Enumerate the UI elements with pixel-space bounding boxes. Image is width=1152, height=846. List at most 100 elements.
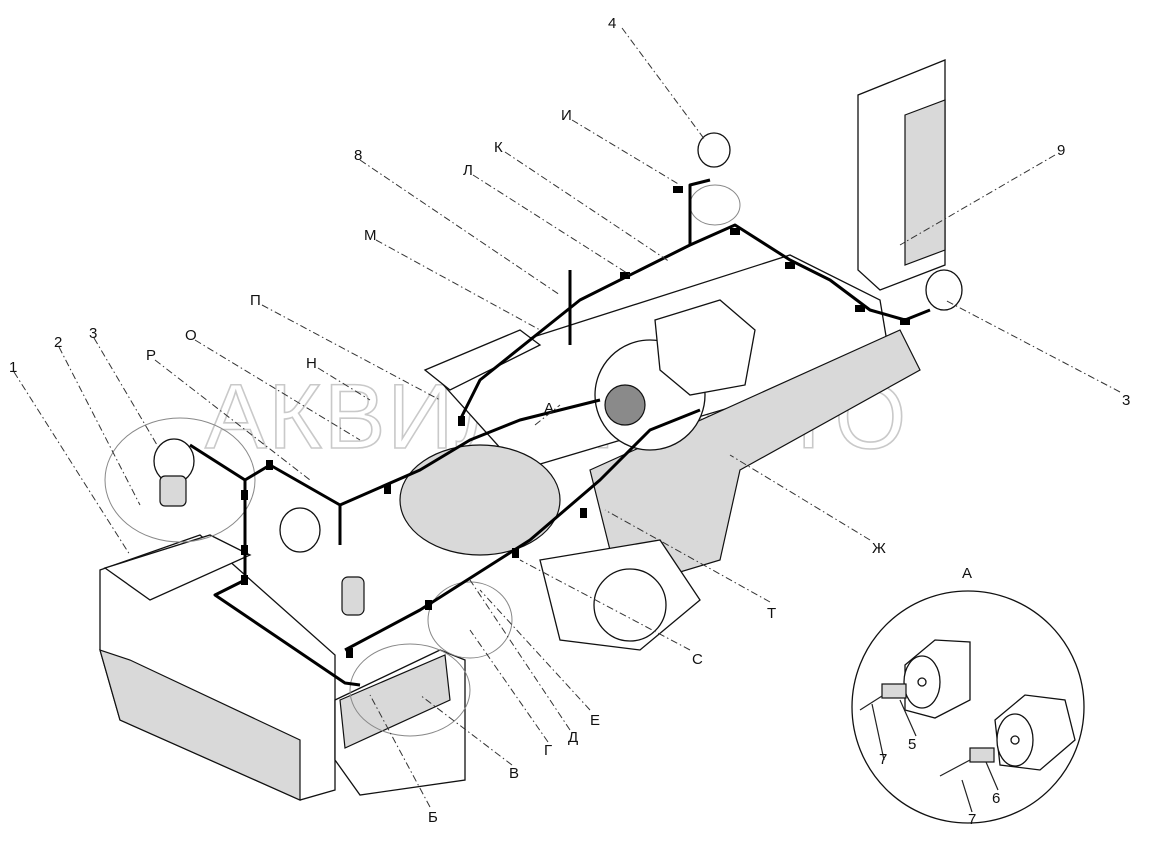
clip	[620, 272, 630, 279]
leader-6	[985, 761, 999, 791]
leader-7b	[961, 779, 973, 813]
label-r: Р	[146, 347, 156, 364]
label-d: Д	[568, 729, 578, 746]
leader-9	[899, 154, 1056, 246]
label-s: С	[692, 651, 703, 668]
clip	[900, 318, 910, 325]
label-8: 8	[354, 147, 362, 164]
sensor-5-icon	[881, 683, 907, 699]
clip	[241, 490, 248, 500]
wiring-harness	[189, 178, 931, 687]
harness-center	[339, 398, 601, 507]
clip	[241, 545, 248, 555]
label-7a: 7	[879, 751, 887, 768]
leader-r	[154, 359, 311, 481]
chassis-frame	[99, 59, 946, 801]
battery-box-top	[339, 654, 451, 749]
label-i: И	[561, 107, 572, 124]
leader-7a	[871, 703, 885, 761]
cab-post-side	[904, 99, 946, 266]
label-a-inset: A	[962, 565, 972, 582]
leader-4	[621, 27, 706, 141]
inset-circle	[851, 590, 1085, 824]
label-e: Е	[590, 712, 600, 729]
label-t: Т	[767, 605, 776, 622]
label-6: 6	[992, 790, 1000, 807]
leader-3-right	[944, 299, 1121, 393]
highlight-circle-starter	[427, 581, 513, 659]
hub	[604, 384, 646, 426]
leader-m	[375, 239, 541, 331]
rear-lamp-icon	[925, 269, 963, 311]
side-light-icon	[159, 475, 187, 507]
label-zh: Ж	[872, 540, 886, 557]
turn-signal-icon	[341, 576, 365, 616]
front-plate	[103, 534, 252, 601]
leader-g	[469, 629, 549, 743]
label-o: О	[185, 327, 197, 344]
clip	[241, 575, 248, 585]
compressor	[654, 299, 756, 396]
leader-8	[359, 159, 561, 296]
highlight-circle-battery	[349, 643, 471, 737]
harness-clips	[241, 186, 910, 658]
label-9: 9	[1057, 142, 1065, 159]
clip	[855, 305, 865, 312]
clip	[580, 508, 587, 518]
clip	[384, 484, 391, 494]
beacon-lamp-icon	[697, 132, 731, 168]
inset-detail-a	[851, 590, 1085, 824]
detail-highlights	[104, 184, 741, 737]
harness-beacon	[688, 178, 711, 245]
label-b: Б	[428, 809, 438, 826]
axle-hole	[593, 568, 667, 642]
leader-k	[504, 151, 671, 263]
label-3-right: 3	[1122, 392, 1130, 409]
clip	[730, 228, 740, 235]
label-m: М	[364, 227, 377, 244]
harness-lower	[344, 408, 701, 652]
sensor-hole-lower	[1010, 735, 1020, 745]
clip	[512, 548, 519, 558]
leader-5	[899, 699, 917, 737]
leader-lines	[13, 27, 1121, 808]
leader-o	[194, 339, 361, 441]
label-n: Н	[306, 355, 317, 372]
label-g: Г	[544, 742, 552, 759]
label-5: 5	[908, 736, 916, 753]
leader-2	[58, 346, 141, 506]
label-4: 4	[608, 15, 616, 32]
leader-t	[604, 509, 771, 603]
headlamp-center-icon	[279, 507, 321, 553]
callout-labels: 1 2 3 Р О П Н М 8 Л К И 4 9 3 A Ж Т С Е …	[9, 15, 1130, 828]
lamps	[153, 132, 963, 616]
front-panel	[423, 329, 542, 391]
sensor-6-icon	[969, 747, 995, 763]
clip	[458, 416, 465, 426]
harness-upper	[458, 223, 931, 421]
front-bracket-side	[99, 649, 301, 801]
leader-l	[472, 174, 631, 276]
leader-s	[519, 559, 691, 651]
label-v: В	[509, 765, 519, 782]
clip	[425, 600, 432, 610]
leader-3-left	[93, 337, 161, 451]
label-a-main: A	[544, 400, 554, 417]
harness-front	[189, 443, 361, 687]
leader-i	[571, 119, 681, 186]
clip	[346, 648, 353, 658]
label-2: 2	[54, 334, 62, 351]
harness-lamp	[244, 463, 342, 545]
label-l: Л	[463, 162, 473, 179]
label-1: 1	[9, 359, 17, 376]
leader-a-main	[534, 404, 561, 426]
label-p: П	[250, 292, 261, 309]
highlight-circle-top	[689, 184, 741, 226]
label-7b: 7	[968, 811, 976, 828]
leader-zh	[729, 454, 871, 541]
leader-n	[317, 367, 371, 401]
leader-v	[419, 694, 513, 766]
label-k: К	[494, 139, 503, 156]
engine-block	[399, 444, 561, 556]
